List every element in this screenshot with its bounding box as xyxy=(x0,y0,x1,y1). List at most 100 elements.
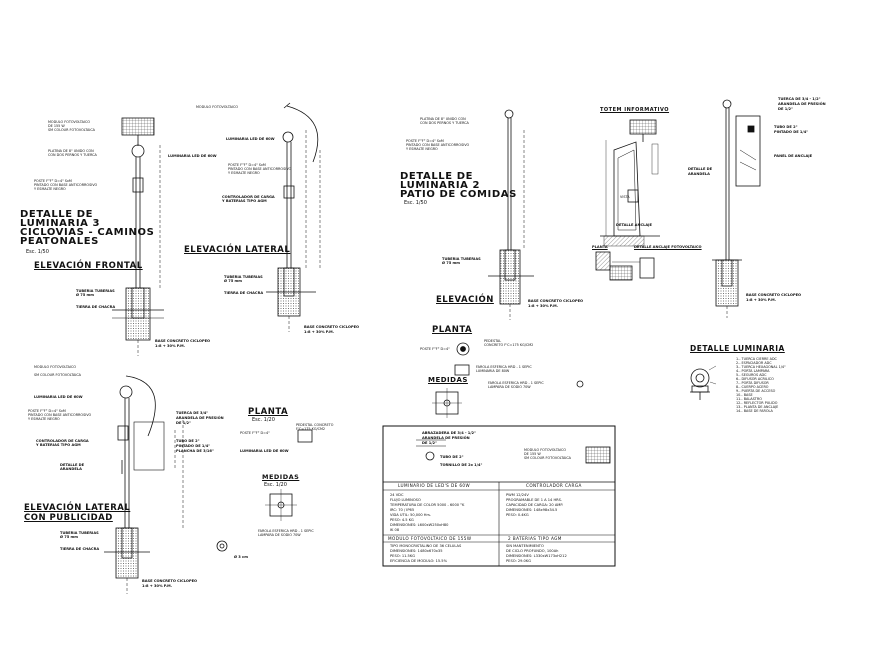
detail-legend-item: 14.- BASE DE FAROLA xyxy=(736,409,773,413)
pole-detail-right xyxy=(712,99,761,318)
publicidad-label: PINTADO DE 1/4" xyxy=(176,444,211,448)
detail-legend-item: 4.- PORTA LAMPARA xyxy=(736,369,770,373)
publicidad-label: Ø 75 mm xyxy=(60,535,79,539)
lateral-label: TIERRA DE CHACRA xyxy=(224,291,264,295)
pole-lateral xyxy=(266,102,321,332)
frontal-label: PLATINA DE 8" UNIDO CON xyxy=(48,149,94,153)
lum3-title-line3: CICLOVIAS - CAMINOS xyxy=(20,227,155,238)
publicidad-medidas-label: LAMPARA DE SODIO 70W xyxy=(258,533,301,537)
detail-top-label: ARANDELA xyxy=(688,172,710,176)
lum2-medidas-heading: MEDIDAS xyxy=(428,376,468,384)
publicidad-label: Y BATERIAS TIPO AGM xyxy=(36,443,81,447)
frontal-label: LUMINARIA LED DE 60W xyxy=(168,154,217,158)
lum2-label: PINTADO CON BASE ANTICORROSIVO xyxy=(406,143,470,147)
lum2-label: TUBERIA TUBERIAS xyxy=(442,257,481,261)
publicidad-planta-scale: Esc. 1/20 xyxy=(252,417,275,423)
lum2-planta-label: CONCRETO F'C=175 KG/CM2 xyxy=(484,343,534,347)
publicidad-medidas-scale: Esc. 1/20 xyxy=(264,482,287,488)
spec-module-label: SM COLOUR FOTOVOLTAICA xyxy=(524,456,572,460)
spec-led-row: IK 08 xyxy=(390,528,400,532)
totem-label: DETALLE ANCLAJE xyxy=(616,223,652,227)
detail-legend-item: 5.- SEGUROS ADC xyxy=(736,373,767,377)
lum3-title-line4: PEATONALES xyxy=(20,236,99,247)
detail-legend-item: 13.- PLANTA DE ANCLAJE xyxy=(736,405,779,409)
lum2-planta-label: LUMINARIA DE 80W xyxy=(476,369,510,373)
publicidad-label: ARANDELA xyxy=(60,467,82,471)
publicidad-label: Y ESMALTE NEGRO xyxy=(28,417,60,421)
frontal-label: 1:8 + 30% P.M. xyxy=(155,344,186,348)
lum3-lateral-heading: ELEVACIÓN LATERAL xyxy=(184,245,291,255)
frontal-label: CON DOS PERNOS Y TUERCA xyxy=(48,153,97,157)
spec-controller-row: DIMENSIONES: 148x98x34.5 xyxy=(506,508,558,512)
lum2-label: POSTE F°F° D=4" SxM xyxy=(406,139,444,143)
detail-legend-item: 10.- BASE xyxy=(736,393,753,397)
totem-label: VISTA xyxy=(620,195,630,199)
publicidad-heading-line1: ELEVACIÓN LATERAL xyxy=(24,503,131,513)
detail-legend-item: 1.- TUERCA CIERRE ADC xyxy=(736,357,777,361)
publicidad-medidas-heading: MEDIDAS xyxy=(262,473,300,481)
spec-led-row: VIDA UTIL: 50,000 Hrs. xyxy=(390,513,431,517)
spec-led-row: IRC: 70 / IP65 xyxy=(390,508,415,512)
publicidad-label: BASE CONCRETO CICLOPEO xyxy=(142,579,198,583)
frontal-label: Y ESMALTE NEGRO xyxy=(34,187,66,191)
spec-detail-label: TORNILLO DE 2x 1/4" xyxy=(440,463,483,467)
lum2-label: 1:8 + 30% P.M. xyxy=(528,304,559,308)
spec-detail-label: DE 1/2" xyxy=(422,441,437,445)
publicidad-medidas-label: FAROLA ESFERICA HRD - 1 SEPIC xyxy=(258,529,314,533)
detail-top-label: PANEL DE ANCLAJE xyxy=(774,154,813,158)
lum2-label: Y ESMALTE NEGRO xyxy=(406,147,438,151)
detail-legend-item: 7.- PORTA DIFUSOR xyxy=(736,381,769,385)
lateral-label: MODULO FOTOVOLTAICO xyxy=(196,105,239,109)
lum2-planta-label: POSTE F°F° D=4" xyxy=(420,347,450,351)
spec-led-row: TEMPERATURA DE COLOR 5000 - 6000 °K xyxy=(390,503,465,507)
lateral-label: TUBERIA TUBERIAS xyxy=(224,275,263,279)
spec-module-row: TIPO MONOCRISTALINO DE 36 CELULAS xyxy=(390,544,462,548)
publicidad-label: MODULO FOTOVOLTAICO xyxy=(34,365,77,369)
totem-drawing xyxy=(595,119,660,281)
detail-top-label: ARANDELA DE PRESIÓN xyxy=(778,102,826,106)
spec-controller-row: PROGRAMABLE DE 1 A 14 HRS. xyxy=(506,498,563,502)
detail-legend-item: 11.- BALASTRO xyxy=(736,397,762,401)
spec-header-batteries: 2 BATERIAS TIPO AGM xyxy=(508,536,562,541)
spec-header-module: MODULO FOTOVOLTAICO DE 155W xyxy=(388,536,472,541)
lum2-label: CON DOS PERNOS Y TUERCA xyxy=(420,121,469,125)
frontal-label: MODULO FOTOVOLTAICO xyxy=(48,120,91,124)
frontal-label: DE 155 W xyxy=(48,124,65,128)
spec-module-label: DE 155 W xyxy=(524,452,541,456)
detail-bottom-label: BASE CONCRETO CICLOPEO xyxy=(746,293,802,297)
totem-label: PLANTA xyxy=(592,245,608,249)
detail-top-label: DETALLE DE xyxy=(688,167,713,171)
spec-battery-row: PESO: 29.0KG xyxy=(506,559,531,563)
spec-led-row: PESO: 4.5 KG xyxy=(390,518,414,522)
lateral-label: Y BATERIAS TIPO AGM xyxy=(222,199,267,203)
lum2-label: PLATINA DE 8" UNIDO CON xyxy=(420,117,466,121)
detalle-luminaria-heading: DETALLE LUMINARIA xyxy=(690,344,785,353)
planta-lum2 xyxy=(432,342,584,418)
publicidad-heading-line2: CON PUBLICIDAD xyxy=(24,513,113,523)
spec-module-row: EFICIENCIA DE MODULO: 15.5% xyxy=(390,559,448,563)
spec-table-frame xyxy=(382,425,616,567)
totem-label: DETALLE ANCLAJE FOTOVOLTAICO xyxy=(634,245,702,249)
spec-header-leds: LUMINARIO DE LED'S DE 60W xyxy=(398,483,471,488)
spec-module-row: PESO: 11.5KG xyxy=(390,554,415,558)
publicidad-label: TIERRA DE CHACRA xyxy=(60,547,100,551)
lateral-label: BASE CONCRETO CICLOPEO xyxy=(304,325,360,329)
publicidad-label: PINTADO CON BASE ANTICORROSIVO xyxy=(28,413,92,417)
detail-top-label: TUBO DE 2" xyxy=(774,125,798,129)
lateral-label: POSTE F°F° D=4" SxM xyxy=(228,163,266,167)
spec-detail-label: TUBO DE 2" xyxy=(440,455,464,459)
frontal-label: TUBERIA TUBERIAS xyxy=(76,289,115,293)
lum3-frontal-heading: ELEVACIÓN FRONTAL xyxy=(34,261,143,271)
publicidad-label: DETALLE DE xyxy=(60,463,85,467)
detail-top-label: PINTADO DE 1/4" xyxy=(774,130,809,134)
publicidad-label: 1:8 + 30% P.M. xyxy=(142,584,173,588)
lum2-medidas-label: FAROLA ESFERICA HRD - 1 SEPIC xyxy=(488,381,544,385)
pole-luminaria2 xyxy=(488,109,534,320)
spec-led-row: 24 VDC xyxy=(390,493,404,497)
lum2-scale: Esc. 1/50 xyxy=(404,200,427,206)
publicidad-label: TUBERIA TUBERIAS xyxy=(60,531,99,535)
lum3-title-line2: LUMINARIA 3 xyxy=(20,218,101,229)
detail-top-label: TUERCA DE 3/4 - 1/2" xyxy=(778,97,821,101)
